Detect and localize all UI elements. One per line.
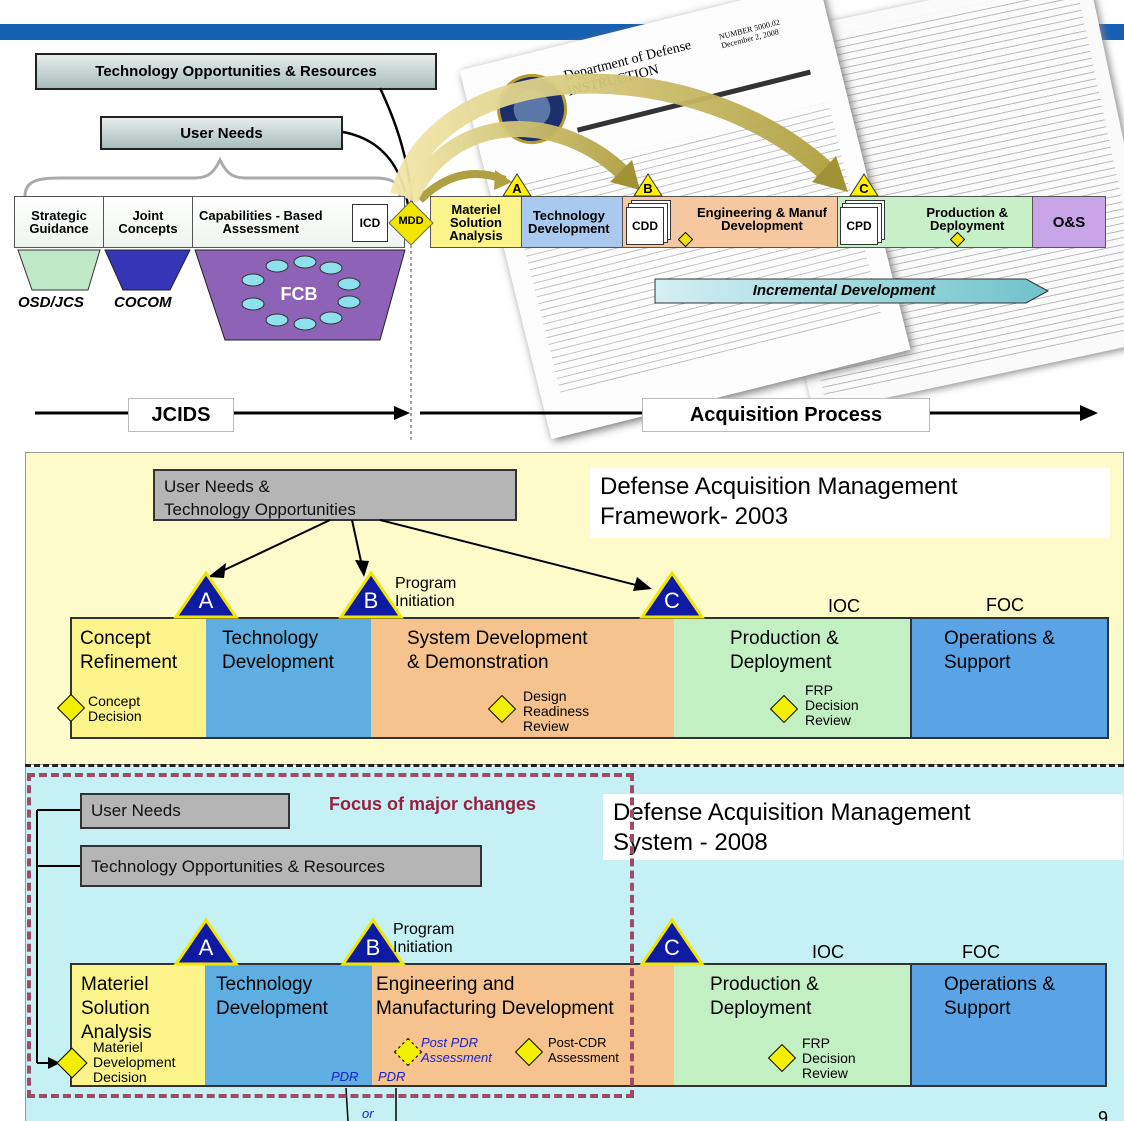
- top-milestone-c: [849, 173, 879, 197]
- program-initiation-2003: Program Initiation: [395, 575, 457, 610]
- phase-2008-msa: Materiel Solution Analysis: [70, 963, 206, 1087]
- focus-label: Focus of major changes: [329, 794, 537, 814]
- fcb-label: FCB: [280, 284, 318, 304]
- or-label: or: [362, 1106, 374, 1121]
- acquisition-process-label: Acquisition Process: [642, 398, 930, 432]
- mdd-diamond: MDD: [388, 200, 434, 246]
- phase-2008-pd: Production & Deployment: [674, 963, 911, 1087]
- milestone-2003-c: [639, 570, 705, 619]
- top-milestone-a-label: A: [512, 181, 522, 196]
- milestone-2008-c: [639, 917, 705, 966]
- phase-2008-os: Operations & Support: [910, 963, 1107, 1087]
- top-segment-os: O&S: [1032, 196, 1106, 248]
- technology-opportunities-box: Technology Opportunities & Resources: [35, 53, 437, 90]
- fcb-seals: [241, 255, 361, 331]
- top-milestone-b: [633, 173, 663, 197]
- arrow-to-b: [402, 121, 631, 204]
- top-milestone-b-label: B: [643, 181, 653, 196]
- osd-jcs-label: OSD/JCS: [18, 294, 84, 311]
- milestone-2008-a-label: A: [198, 935, 214, 960]
- post-pdr-label: Post PDR Assessment: [421, 1035, 492, 1065]
- foc-2003: FOC: [986, 595, 1024, 615]
- milestone-2003-b-label: B: [363, 588, 379, 613]
- section-divider: [25, 764, 1124, 767]
- user-needs-2008-box: User Needs: [80, 793, 290, 829]
- foc-2008: FOC: [962, 942, 1000, 962]
- phase-2003-concept: Concept Refinement: [70, 617, 207, 739]
- phase-2003-td: Technology Development: [206, 617, 372, 739]
- phase-2003-pd: Production & Deployment: [674, 617, 911, 739]
- cpd-document-icon: CPD: [840, 207, 878, 245]
- focus-region: [27, 773, 634, 1098]
- milestone-2003-b: [338, 570, 404, 619]
- phase-2003-os: Operations & Support: [910, 617, 1109, 739]
- frp-2008-label: FRP Decision Review: [802, 1035, 856, 1081]
- user-needs-box: User Needs: [100, 116, 343, 150]
- program-initiation-2008: Program Initiation: [393, 921, 455, 956]
- mdd-2008-label: Materiel Development Decision: [93, 1039, 176, 1085]
- milestones-2008: [173, 917, 705, 966]
- milestone-2008-b: [340, 917, 406, 966]
- phase-2003-sdd: System Development & Demonstration: [371, 617, 675, 739]
- ioc-2008: IOC: [812, 942, 845, 962]
- incremental-label: Incremental Development: [752, 282, 936, 299]
- incremental-arrow: [654, 278, 1050, 304]
- frp-2003-label: FRP Decision Review: [805, 682, 859, 728]
- osd-jcs-shape: [17, 249, 101, 291]
- top-segment-td: Technology Development: [521, 196, 623, 248]
- milestone-2003-a: [173, 570, 239, 619]
- jcids-label: JCIDS: [128, 398, 234, 432]
- page-number: 9: [1098, 1108, 1109, 1121]
- grouping-brace: [23, 156, 402, 197]
- post-cdr-label: Post-CDR Assessment: [548, 1035, 619, 1065]
- framework-2003-gray-box: User Needs & Technology Opportunities: [153, 469, 517, 521]
- top-milestone-a: [502, 173, 532, 197]
- arrow-to-c: [390, 73, 837, 198]
- concept-decision-label: Concept Decision: [88, 693, 142, 724]
- phase-2008-emd: Engineering and Manufacturing Developmen…: [372, 963, 675, 1087]
- system-2008-title: Defense Acquisition Management System - …: [603, 794, 1123, 860]
- milestone-2003-c-label: C: [664, 588, 680, 613]
- technology-2008-box: Technology Opportunities & Resources: [80, 845, 482, 887]
- icd-document-icon: ICD: [352, 204, 388, 242]
- design-readiness-label: Design Readiness Review: [523, 688, 590, 734]
- ioc-2003: IOC: [828, 596, 861, 616]
- top-milestones: [502, 173, 879, 197]
- milestone-2003-a-label: A: [198, 588, 214, 613]
- cocom-label: COCOM: [114, 294, 172, 311]
- top-segment-strategic: Strategic Guidance: [14, 196, 104, 248]
- milestones-2003: [173, 570, 705, 619]
- top-milestone-c-label: C: [859, 181, 869, 196]
- milestone-2008-c-label: C: [664, 935, 680, 960]
- cocom-shape: [104, 249, 191, 291]
- cdd-document-icon: CDD: [626, 207, 664, 245]
- top-segment-joint: Joint Concepts: [103, 196, 193, 248]
- milestone-2008-b-label: B: [365, 935, 381, 960]
- pdr-label-1: PDR: [331, 1069, 359, 1084]
- phase-2008-td: Technology Development: [205, 963, 373, 1087]
- pdr-label-2: PDR: [378, 1069, 406, 1084]
- milestone-2008-a: [173, 917, 239, 966]
- framework-2003-title: Defense Acquisition Management Framework…: [590, 468, 1110, 538]
